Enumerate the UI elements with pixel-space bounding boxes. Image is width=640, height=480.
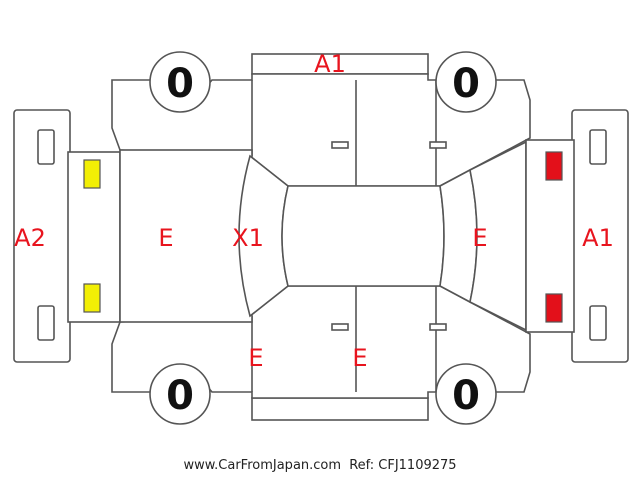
tailgate-panel — [119, 149, 253, 323]
lower-front-door-handle — [429, 323, 447, 331]
top-body — [67, 139, 575, 333]
tire-bottom-left-label: 0 — [166, 373, 194, 419]
tire-top-right: 0 — [435, 51, 497, 113]
rear-lamp-top — [83, 159, 101, 189]
upper-front-door-handle — [429, 141, 447, 149]
roof-panel-label: X1 — [232, 224, 264, 252]
tire-bottom-right: 0 — [435, 363, 497, 425]
tire-top-left-label: 0 — [166, 61, 194, 107]
front-bumper-label: A1 — [582, 224, 614, 252]
tire-bottom-right-label: 0 — [452, 373, 480, 419]
tire-top-right-label: 0 — [452, 61, 480, 107]
front-door-label: E — [352, 344, 367, 372]
roof-rail-label: A1 — [314, 50, 346, 78]
footer-ref: Ref: CFJ1109275 — [349, 458, 457, 473]
hood-label: E — [472, 224, 487, 252]
rear-lamp-bottom — [83, 283, 101, 313]
roof-rail-bottom — [251, 397, 429, 421]
tailgate-label: E — [158, 224, 173, 252]
upper-rear-door-handle — [331, 141, 349, 149]
rear-door-label: E — [248, 344, 263, 372]
rear-bumper-label: A2 — [14, 224, 46, 252]
rear-bumper-slot-top — [37, 129, 55, 165]
hood-panel — [469, 140, 527, 332]
footer-site: www.CarFromJapan.com — [183, 458, 342, 473]
watermark-footer: www.CarFromJapan.com Ref: CFJ1109275 — [0, 458, 640, 473]
tire-top-left: 0 — [149, 51, 211, 113]
front-bumper-slot-bottom — [589, 305, 607, 341]
front-bumper-slot-top — [589, 129, 607, 165]
roof-panel — [281, 185, 445, 287]
front-lamp-top — [545, 151, 563, 181]
front-bumper — [571, 109, 629, 363]
rear-bumper-slot-bottom — [37, 305, 55, 341]
front-lamp-bottom — [545, 293, 563, 323]
tire-bottom-left: 0 — [149, 363, 211, 425]
lower-rear-door-handle — [331, 323, 349, 331]
